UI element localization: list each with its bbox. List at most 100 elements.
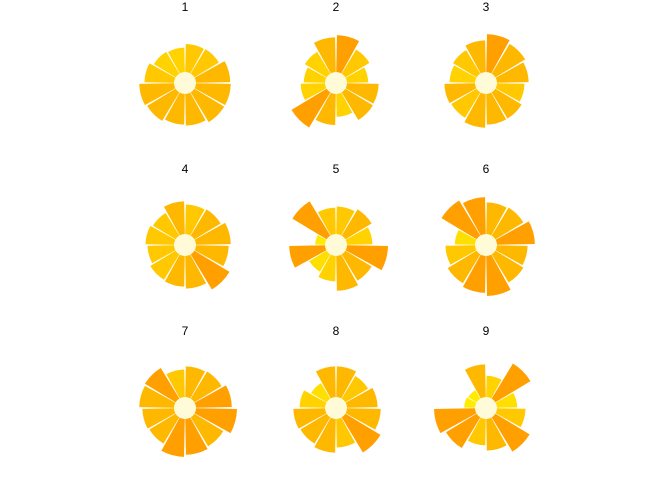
petal-wedge [462,197,486,245]
petal-wedge [451,83,486,118]
petal-wedge [142,408,185,429]
petal-wedge [336,209,372,245]
petal-wedge [315,366,336,408]
petal-wedge [441,200,486,245]
petal-wedge [185,408,224,447]
panel-label: 9 [483,324,490,338]
petal-wedge [185,385,232,408]
petal-wedge [445,408,486,449]
petal-wedge [314,408,336,453]
petal-wedge [185,371,222,408]
petal-wedge [444,83,486,104]
petal-wedge [164,245,185,287]
panel-label: 2 [333,0,340,14]
petal-wedge [336,408,381,453]
petal-wedge [486,245,528,266]
petal-wedge [486,245,511,296]
petal-wedge [336,245,388,271]
petal-wedge [144,63,185,83]
petal-wedge [185,83,231,106]
petal-wedge [336,375,369,408]
petal-wedge [486,245,524,283]
petal-wedge [445,245,486,265]
petal-wedge [486,363,531,408]
petal-wedge [300,408,336,444]
panel-label: 4 [182,162,189,176]
petal-wedge [313,37,336,83]
panel-label: 6 [483,162,490,176]
petal-wedge [486,207,524,245]
panel-4: 4 [145,162,231,290]
petal-wedge [486,62,529,83]
panel-label: 7 [182,324,189,338]
flower-glyph [444,34,529,128]
petal-wedge [185,245,229,267]
petal-wedge [293,408,336,429]
flower-center [325,234,347,256]
panel-8: 8 [293,324,381,453]
flower-center [475,234,497,256]
flower-glyph [145,201,231,290]
panel-label: 8 [333,324,340,338]
petal-wedge [139,83,185,106]
petal-wedge [161,408,185,457]
petal-wedge [185,49,219,83]
petal-wedge [289,245,336,268]
petal-wedge [185,245,230,290]
petal-wedge [464,364,486,408]
panel-2: 2 [291,0,379,128]
petal-wedge [150,245,185,280]
flower-center [475,397,497,419]
petal-wedge [152,212,185,245]
petal-wedge [185,83,225,123]
panel-label: 3 [483,0,490,14]
petal-wedge [144,367,185,408]
petal-wedge [336,35,360,83]
petal-wedge [185,209,221,245]
petal-wedge [336,245,359,291]
petal-wedge [139,385,185,408]
petal-wedge [185,83,206,126]
petal-wedge [486,202,507,245]
panel-9: 9 [434,324,531,452]
petal-wedge [453,50,486,83]
petal-wedge [336,49,370,83]
petal-wedge [185,408,237,434]
panel-6: 6 [441,162,535,296]
petal-wedge [486,34,510,83]
flower-glyph [139,44,231,126]
flower-center [325,397,347,419]
flower-glyph [289,201,388,291]
petal-wedge [486,43,526,83]
petal-wedge [336,83,373,120]
petal-wedge [465,40,486,83]
petal-wedge [185,204,205,245]
petal-wedge [486,408,507,451]
petal-wedge [434,408,486,434]
petal-wedge [462,245,486,293]
petal-wedge [447,245,486,284]
panel-3: 3 [444,0,529,128]
petal-wedge [185,61,231,83]
petal-wedge [486,83,507,125]
petal-wedge [336,408,381,430]
flower-glyph [293,366,381,453]
panel-1: 1 [139,0,231,126]
petal-wedge [163,201,185,245]
petal-wedge [147,83,185,121]
petal-wedge [336,83,379,104]
petal-wedge [292,201,336,245]
flower-glyph [434,363,531,452]
petal-wedge [291,83,336,128]
petal-wedge [486,408,530,452]
petal-wedge [486,221,535,245]
petal-wedge [336,387,378,408]
petal-wedge [336,366,357,408]
panel-5: 5 [289,162,388,291]
petal-wedge [153,51,185,83]
petal-wedge [149,408,185,444]
petal-wedge [336,245,372,281]
panel-7: 7 [139,324,237,457]
petal-wedge [185,408,208,455]
